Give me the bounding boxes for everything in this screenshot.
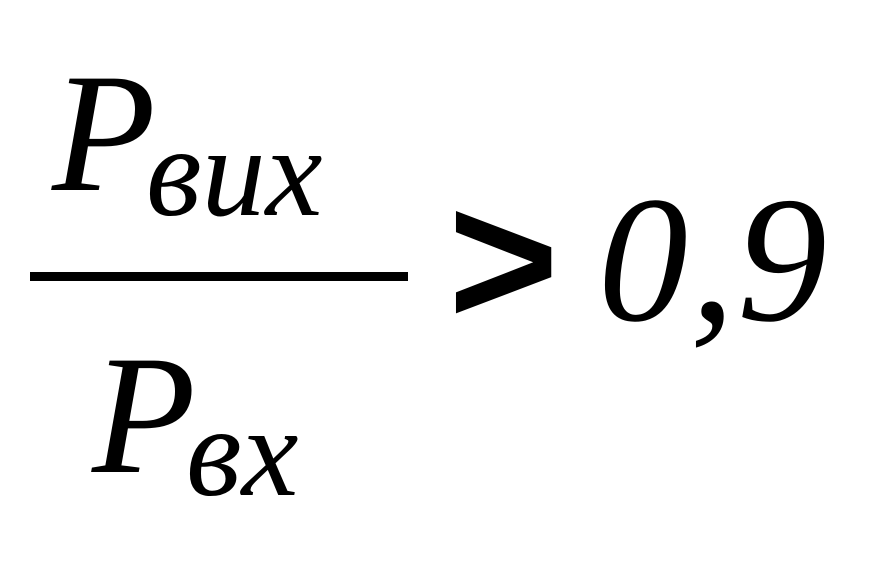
numerator-symbol: P <box>52 39 156 227</box>
threshold-value: 0,9 <box>598 160 829 359</box>
fraction-bar <box>30 272 408 281</box>
denominator-subscript: вх <box>186 381 299 523</box>
denominator-symbol: P <box>92 321 196 509</box>
numerator-subscript: вих <box>146 101 323 243</box>
greater-than-operator: > <box>448 154 559 366</box>
